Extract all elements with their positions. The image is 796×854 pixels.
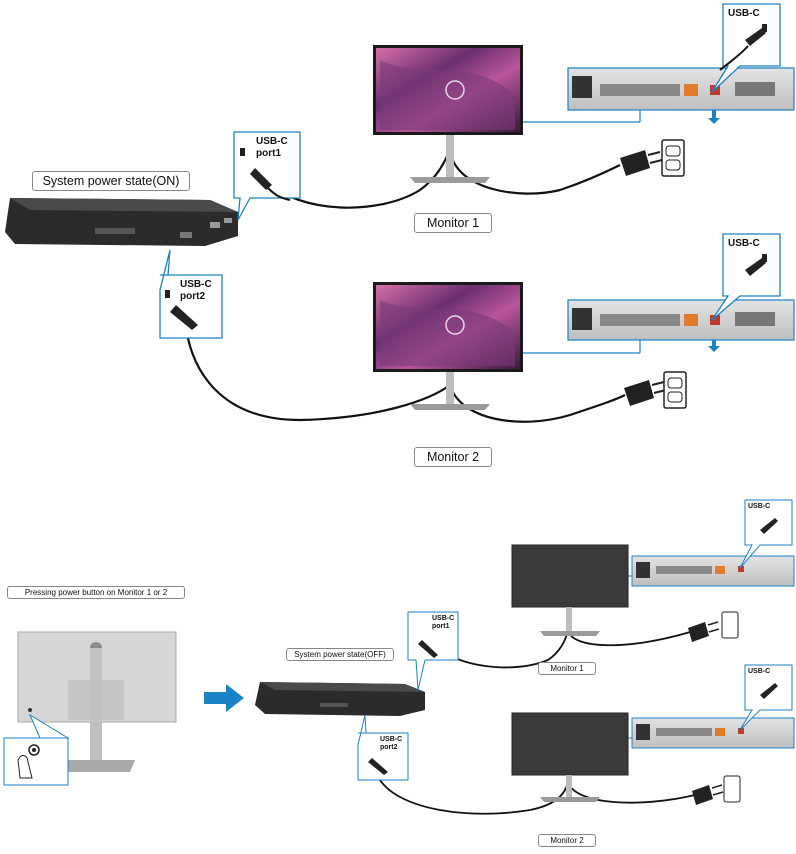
callout-port2-bottom [357, 714, 409, 781]
monitor-1-label: Monitor 1 [414, 213, 492, 233]
power-plug-icon [624, 380, 667, 406]
usb-c-label-c: USB-C [748, 503, 771, 510]
monitor-1-label-bottom: Monitor 1 [538, 662, 596, 675]
callout-usbc-d [739, 664, 793, 731]
docking-station-bottom [255, 682, 425, 716]
usb-c-port1-label: USB-C port1 [256, 136, 288, 159]
monitor-1-front [373, 45, 523, 183]
callout-port2 [159, 249, 223, 339]
monitor-2-off [511, 712, 629, 802]
callout-power-button [3, 713, 70, 786]
pressing-power-button-label: Pressing power button on Monitor 1 or 2 [7, 586, 185, 599]
monitor-2-label-bottom: Monitor 2 [538, 834, 596, 847]
usb-c-port2-label: USB-C port2 [180, 279, 212, 302]
arrow-up-icon [708, 340, 720, 352]
usb-c-label-b: USB-C [728, 238, 760, 249]
cable-port2-monitor2 [183, 319, 451, 422]
monitor-back-panel-3 [631, 555, 795, 587]
usb-c-connector-icon [165, 290, 170, 298]
usb-c-connector-icon [240, 148, 245, 156]
monitor-back-panel-4 [631, 717, 795, 749]
usb-c-label-a: USB-C [728, 8, 760, 19]
power-plug-icon [620, 150, 663, 176]
arrow-right-icon [204, 684, 244, 712]
arrow-up-icon [708, 110, 720, 124]
usb-c-port2-label-bottom: USB-C port2 [380, 736, 403, 752]
callout-usbc-a [711, 3, 781, 93]
callout-port1-bottom [407, 611, 459, 691]
monitor-1-off [511, 544, 629, 636]
monitor-back-panel-2 [567, 299, 795, 352]
power-plug-icon [688, 621, 720, 642]
system-power-state-on-label: System power state(ON) [32, 171, 190, 191]
system-power-state-off-label: System power state(OFF) [286, 648, 394, 661]
cable-port1-monitor1 [264, 149, 451, 209]
wall-outlet-icon [721, 611, 739, 639]
callout-usbc-b [711, 233, 781, 321]
monitor-2-label: Monitor 2 [414, 447, 492, 467]
monitor-back-panel-1 [567, 67, 795, 124]
monitor-back-view [17, 631, 177, 772]
docking-station-top [5, 198, 238, 246]
cable-monitor2-power [448, 384, 626, 423]
wall-outlet-icon [661, 139, 685, 177]
callout-port1 [233, 131, 301, 221]
cable-monitor1-power [448, 149, 621, 195]
callout-usbc-c [739, 499, 793, 569]
usb-c-label-d: USB-C [748, 668, 771, 675]
power-button-icon [28, 744, 40, 756]
power-button-icon [28, 708, 32, 712]
power-plug-icon [692, 784, 724, 805]
wall-outlet-icon [723, 775, 741, 803]
monitor-2-front [373, 282, 523, 410]
wall-outlet-icon [663, 371, 687, 409]
usb-c-port1-label-bottom: USB-C port1 [432, 615, 455, 631]
hand-icon [17, 755, 33, 779]
